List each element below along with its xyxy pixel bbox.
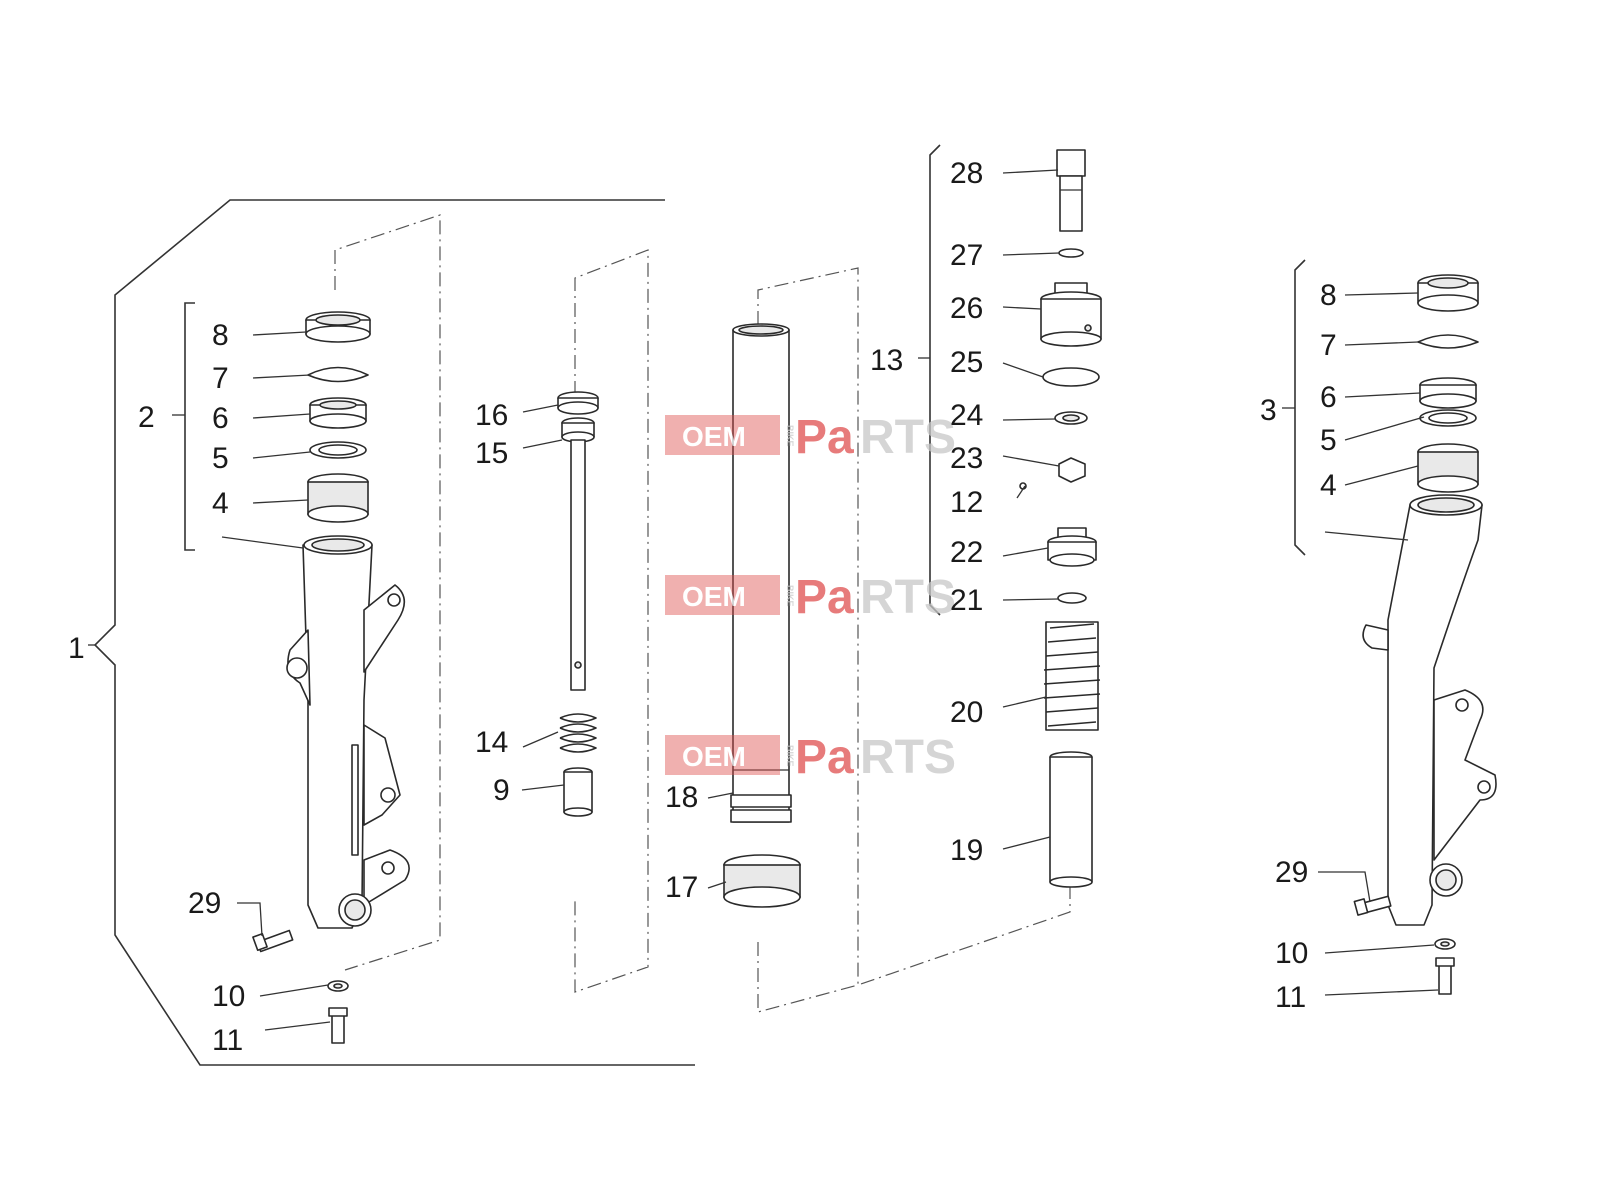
part-24-washer: [1054, 411, 1088, 425]
left-bushing-4: [307, 473, 369, 523]
assembly-axis-lines: [334, 214, 1071, 1013]
callout-23: 23: [950, 442, 983, 475]
callout-22: 22: [950, 536, 983, 569]
svg-text:RTS: RTS: [860, 571, 956, 624]
svg-text:Pa: Pa: [795, 731, 854, 784]
callout-24: 24: [950, 399, 983, 432]
callout-left-4: 4: [212, 487, 229, 520]
right-bushing-4: [1417, 443, 1479, 493]
part-15-rod: [570, 439, 586, 691]
callout-right-11: 11: [1275, 981, 1306, 1014]
right-oil-seal-6: [1419, 377, 1477, 409]
left-bolt-29: [252, 929, 294, 953]
leader-lines: [221, 169, 1439, 1031]
part-15-piston: [561, 417, 595, 443]
part-20-spring: [1043, 621, 1101, 731]
bracket-13: [918, 144, 941, 616]
right-circlip-7: [1417, 334, 1479, 349]
right-washer-10: [1434, 938, 1456, 950]
part-23-nut: [1058, 457, 1086, 483]
right-bolt-29: [1353, 895, 1392, 916]
svg-text:OEM: OEM: [682, 421, 746, 452]
callout-right-5: 5: [1320, 424, 1337, 457]
watermark-middle: OEM BIKE Pa RTS: [665, 571, 956, 624]
assembly-frame-left: [88, 199, 695, 1066]
svg-text:RTS: RTS: [860, 411, 956, 464]
svg-text:BIKE: BIKE: [785, 745, 795, 767]
part-28-cap-stem: [1056, 149, 1086, 232]
callout-right-4: 4: [1320, 469, 1337, 502]
callout-right-6: 6: [1320, 381, 1337, 414]
callout-15: 15: [475, 437, 508, 470]
right-screw-11: [1435, 957, 1455, 995]
left-screw-11: [328, 1007, 348, 1044]
callout-3: 3: [1260, 394, 1277, 427]
part-26-top-cap: [1040, 282, 1102, 347]
svg-text:BIKE: BIKE: [785, 425, 795, 447]
left-washer-10: [327, 980, 349, 992]
bracket-3: [1282, 259, 1306, 556]
callout-9: 9: [493, 774, 510, 807]
part-18-fork-tube: [730, 323, 792, 823]
svg-text:BIKE: BIKE: [785, 585, 795, 607]
part-9-bushing: [563, 767, 593, 817]
callout-26: 26: [950, 292, 983, 325]
callout-left-29: 29: [188, 887, 221, 920]
left-oil-seal-6: [309, 397, 367, 429]
right-washer-5: [1419, 409, 1477, 427]
callout-right-7: 7: [1320, 329, 1337, 362]
svg-text:RTS: RTS: [860, 731, 956, 784]
watermark-top: OEM BIKE Pa RTS: [665, 411, 956, 464]
callout-left-5: 5: [212, 442, 229, 475]
svg-text:Pa: Pa: [795, 411, 854, 464]
callout-right-10: 10: [1275, 937, 1308, 970]
part-21-clip: [1057, 592, 1087, 604]
callout-left-6: 6: [212, 402, 229, 435]
callout-14: 14: [475, 726, 508, 759]
callout-left-10: 10: [212, 980, 245, 1013]
part-19-spacer: [1049, 751, 1093, 888]
callout-right-29: 29: [1275, 856, 1308, 889]
part-17-bushing: [723, 854, 801, 908]
callout-1: 1: [68, 632, 85, 665]
callout-17: 17: [665, 871, 698, 904]
svg-text:OEM: OEM: [682, 741, 746, 772]
callout-27: 27: [950, 239, 983, 272]
callout-left-11: 11: [212, 1024, 243, 1057]
left-circlip-7: [307, 366, 369, 383]
callout-28: 28: [950, 157, 983, 190]
left-fork-leg: [286, 535, 410, 929]
callout-19: 19: [950, 834, 983, 867]
callout-right-8: 8: [1320, 279, 1337, 312]
callout-21: 21: [950, 584, 983, 617]
svg-text:OEM: OEM: [682, 581, 746, 612]
callout-labels: 1 2 3 8 7 6 5 4 29 10 11 16 15 14 9 18 1…: [68, 157, 1337, 1057]
left-dust-seal-8: [305, 311, 371, 343]
part-25-o-ring: [1042, 367, 1100, 387]
part-12-pin: [1016, 482, 1027, 499]
callout-18: 18: [665, 781, 698, 814]
left-washer-5: [309, 441, 367, 459]
callout-12: 12: [950, 486, 983, 519]
part-22-plug: [1047, 527, 1097, 567]
svg-text:Pa: Pa: [795, 571, 854, 624]
callout-16: 16: [475, 399, 508, 432]
callout-2: 2: [138, 401, 155, 434]
right-dust-seal-8: [1417, 274, 1479, 312]
part-14-spring: [559, 713, 597, 753]
callout-left-7: 7: [212, 362, 229, 395]
callout-20: 20: [950, 696, 983, 729]
part-16-bushing: [557, 391, 599, 415]
callout-left-8: 8: [212, 319, 229, 352]
watermark-bottom: OEM BIKE Pa RTS: [665, 731, 956, 784]
callout-13: 13: [870, 344, 903, 377]
right-fork-leg: [1362, 494, 1497, 926]
callout-25: 25: [950, 346, 983, 379]
part-27-o-ring: [1058, 248, 1084, 258]
